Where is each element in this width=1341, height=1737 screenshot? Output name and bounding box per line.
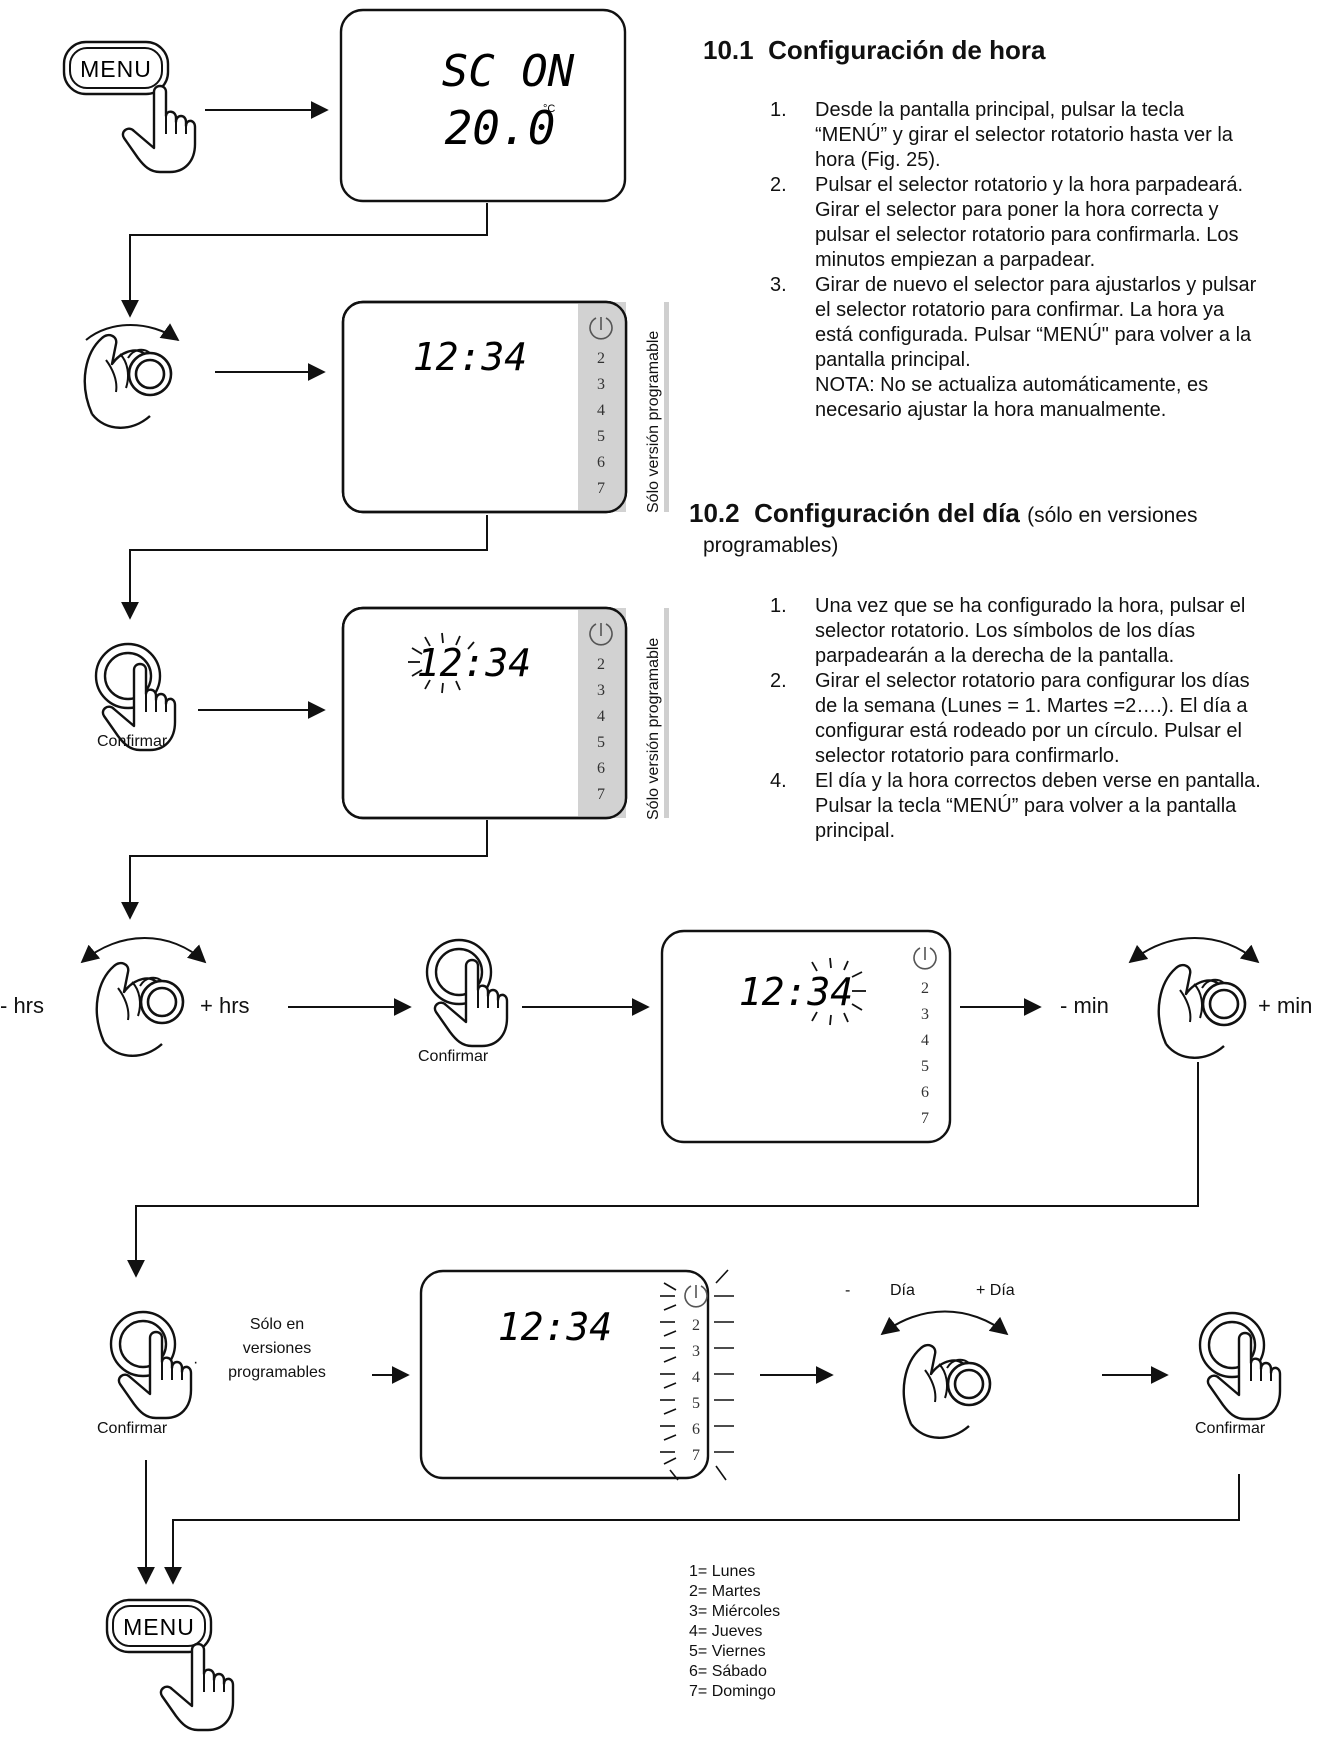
- blink-rays: [408, 632, 475, 694]
- thermostat-screen-1: SC ON 20.0 °C: [339, 8, 627, 203]
- day-number: 2: [597, 656, 605, 673]
- day-number: 4: [921, 1032, 929, 1049]
- flow-arrow: [121, 820, 488, 920]
- svg-text:20.0: 20.0: [445, 101, 556, 155]
- day-number: 2: [692, 1317, 700, 1334]
- rotary-knob-day[interactable]: [880, 1310, 1009, 1440]
- time-steps-list: 1. Desde la pantalla principal, pulsar l…: [770, 98, 1340, 423]
- day-number: 4: [692, 1369, 700, 1386]
- legend-item: 4= Jueves: [689, 1623, 763, 1640]
- days-legend: 1= Lunes 2= Martes 3= Miércoles 4= Jueve…: [689, 1562, 780, 1702]
- day-number: 7: [597, 480, 605, 497]
- day-number: 6: [597, 760, 605, 777]
- step-item: 1. Desde la pantalla principal, pulsar l…: [770, 99, 1233, 171]
- minus-hours-label: - hrs: [0, 993, 44, 1018]
- blink-rays: [811, 957, 866, 1026]
- confirm-label: Confirmar: [97, 1420, 168, 1437]
- programmable-versions-note: Sólo en versiones programables: [228, 1316, 326, 1381]
- svg-text:12:34: 12:34: [413, 335, 527, 379]
- legend-item: 1= Lunes: [689, 1563, 756, 1580]
- plus-minutes-label: + min: [1258, 993, 1313, 1018]
- step-item: 2. Pulsar el selector rotatorio y la hor…: [770, 174, 1244, 271]
- day-number: 7: [921, 1110, 929, 1127]
- minus-minutes-label: - min: [1060, 993, 1109, 1018]
- day-column-bg: [578, 302, 626, 512]
- divider-bar: [664, 302, 669, 512]
- day-number: 6: [692, 1421, 700, 1438]
- confirm-label: Confirmar: [418, 1048, 489, 1065]
- day-number: 3: [597, 682, 605, 699]
- svg-text:12:34: 12:34: [498, 1305, 612, 1349]
- step-item: 3. Girar de nuevo el selector para ajust…: [770, 274, 1257, 421]
- plus-hours-label: + hrs: [200, 993, 250, 1018]
- programmable-only-label: Sólo versión programable: [645, 330, 662, 513]
- rotary-knob-1[interactable]: [83, 323, 180, 430]
- plus-day-label: + Día: [976, 1282, 1015, 1299]
- confirm-label: Confirmar: [1195, 1420, 1266, 1437]
- rotary-knob-hours[interactable]: [80, 937, 207, 1058]
- legend-item: 5= Viernes: [689, 1643, 766, 1660]
- day-columns: 2 3 4 5 6 7 2 3 4 5 6 7 2 3 4 5 6 7 2 3 4 5 6 7: [597, 350, 929, 1464]
- programmable-only-label: Sólo versión programable: [645, 637, 662, 820]
- day-number: 7: [597, 786, 605, 803]
- day-number: 5: [597, 734, 605, 751]
- confirm-label: Confirmar: [97, 733, 168, 750]
- thermostat-screen-4: 12:34: [660, 929, 952, 1144]
- day-number: 2: [597, 350, 605, 367]
- flow-arrow: [121, 203, 488, 318]
- dot-mark: ·: [193, 1354, 199, 1371]
- svg-text:°C: °C: [543, 103, 555, 115]
- day-blink-rays: [660, 1269, 734, 1481]
- flow-arrow: [121, 515, 488, 620]
- divider-bar: [664, 608, 669, 818]
- minus-day-dash: -: [845, 1282, 851, 1299]
- thermostat-screen-5: 12:34: [419, 1269, 734, 1481]
- rotary-knob-minutes[interactable]: [1128, 937, 1260, 1060]
- legend-item: 3= Miércoles: [689, 1603, 781, 1620]
- svg-text:MENU: MENU: [80, 56, 152, 82]
- legend-item: 2= Martes: [689, 1583, 761, 1600]
- section-subtitle: programables): [703, 534, 839, 557]
- day-number: 3: [692, 1343, 700, 1360]
- menu-key-1[interactable]: MENU: [62, 40, 197, 174]
- svg-text:12:34: 12:34: [417, 641, 531, 685]
- day-steps-list: 1. Una vez que se ha configurado la hora…: [770, 594, 1340, 844]
- day-number: 7: [692, 1447, 700, 1464]
- day-number: 5: [921, 1058, 929, 1075]
- day-number: 2: [921, 980, 929, 997]
- push-button-4[interactable]: [1198, 1311, 1282, 1421]
- legend-item: 6= Sábado: [689, 1663, 767, 1680]
- day-number: 5: [597, 428, 605, 445]
- day-number: 6: [921, 1084, 929, 1101]
- thermostat-screen-2: 12:34: [341, 300, 628, 514]
- step-item: 2. Girar el selector rotatorio para conf…: [770, 670, 1250, 767]
- menu-key-2[interactable]: MENU: [105, 1598, 235, 1732]
- day-number: 4: [597, 708, 605, 725]
- day-number: 3: [597, 376, 605, 393]
- flow-arrow: [127, 1062, 1199, 1278]
- day-number: 3: [921, 1006, 929, 1023]
- svg-text:MENU: MENU: [123, 1614, 195, 1640]
- legend-item: 7= Domingo: [689, 1683, 776, 1700]
- minus-day-label: Día: [890, 1282, 915, 1299]
- svg-text:12:34: 12:34: [739, 970, 853, 1014]
- push-button-2[interactable]: [425, 938, 509, 1048]
- thermostat-screen-3: 12:34: [341, 606, 628, 820]
- flow-arrow: [164, 1474, 1240, 1585]
- day-number: 6: [597, 454, 605, 471]
- step-item: 1. Una vez que se ha configurado la hora…: [770, 595, 1246, 667]
- section-title-10-2: 10.2 Configuración del día (sólo en vers…: [689, 498, 1198, 528]
- section-title-10-1: 10.1 Configuración de hora: [703, 35, 1046, 65]
- day-number: 5: [692, 1395, 700, 1412]
- step-item: 4. El día y la hora correctos deben vers…: [770, 770, 1261, 842]
- push-button-3[interactable]: [109, 1310, 193, 1420]
- svg-text:SC ON: SC ON: [442, 46, 575, 97]
- day-number: 4: [597, 402, 605, 419]
